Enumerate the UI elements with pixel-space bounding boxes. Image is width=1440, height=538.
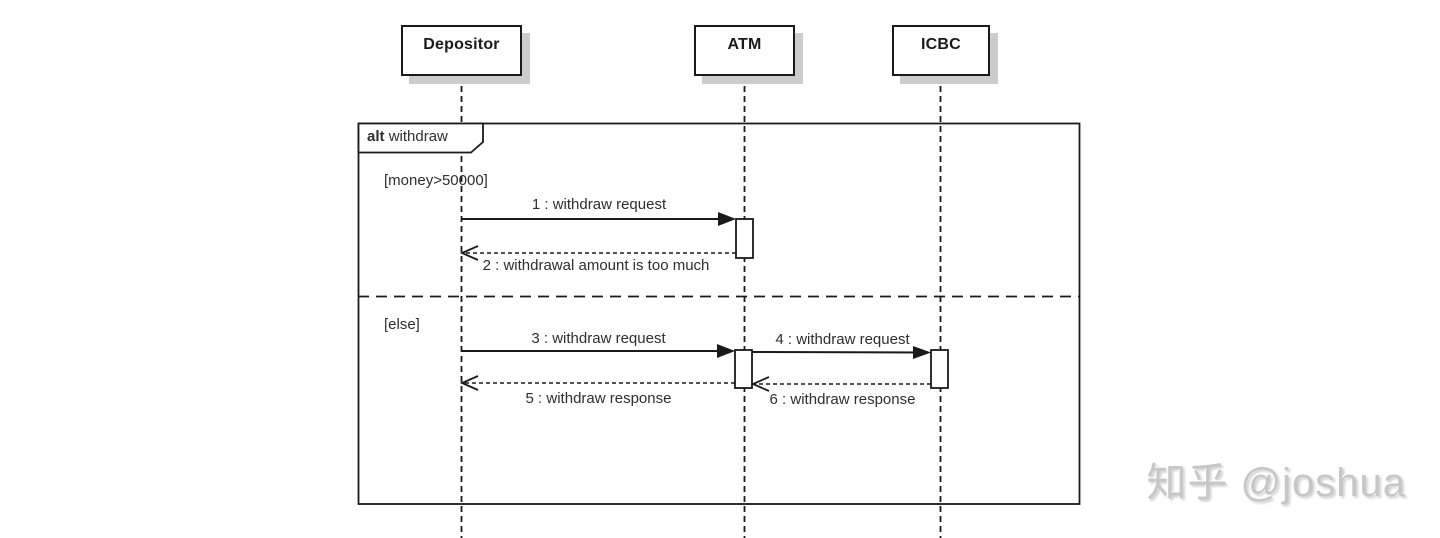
message-2-label: 2 : withdrawal amount is too much: [482, 257, 710, 274]
activation-bar-atm-1: [735, 218, 754, 259]
message-5-label: 5 : withdraw response: [525, 390, 672, 407]
message-3-label: 3 : withdraw request: [531, 330, 666, 347]
message-6-label: 6 : withdraw response: [769, 391, 916, 408]
lifeline-header-atm: ATM: [694, 25, 795, 76]
lifeline-name-icbc: ICBC: [921, 36, 961, 53]
guard-else: [else]: [384, 316, 420, 333]
message-3-arrowhead: [717, 344, 735, 358]
zhihu-watermark: 知乎 @joshua: [1146, 461, 1406, 505]
message-1-arrowhead: [718, 212, 736, 226]
message-4-arrowhead: [913, 346, 931, 359]
alt-operator-pentagon: [357, 122, 484, 154]
guard-money-over-50000: [money>50000]: [384, 172, 488, 189]
message-6-arrowhead: [750, 376, 770, 392]
message-5-arrowhead: [459, 375, 479, 391]
alt-operator-name: withdraw: [388, 128, 448, 145]
alt-operator-label: alt withdraw: [367, 128, 448, 145]
alt-operator-keyword: alt: [367, 128, 385, 145]
message-1-label: 1 : withdraw request: [531, 196, 667, 213]
lifeline-header-depositor: Depositor: [401, 25, 522, 76]
activation-bar-atm-2: [734, 349, 753, 389]
lifeline-name-atm: ATM: [727, 36, 762, 53]
message-2-arrowhead: [459, 245, 479, 261]
activation-bar-icbc: [930, 349, 949, 389]
message-4-line: [751, 351, 925, 354]
message-4-label: 4 : withdraw request: [775, 331, 910, 348]
alt-fragment-frame: [357, 122, 1081, 505]
lifeline-name-depositor: Depositor: [423, 36, 500, 53]
lifeline-header-icbc: ICBC: [892, 25, 990, 76]
